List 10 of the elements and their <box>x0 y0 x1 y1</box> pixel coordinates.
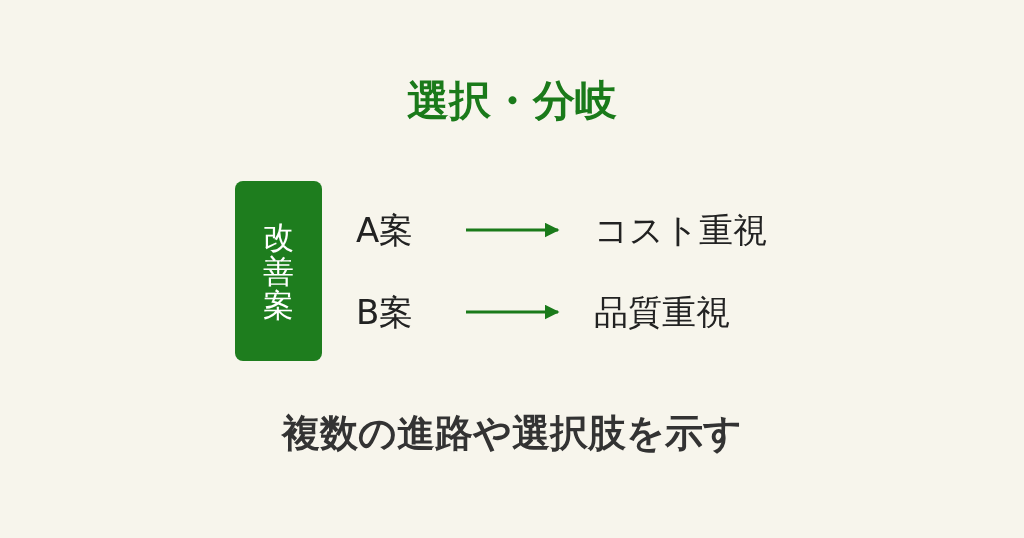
box-label: 改善案 <box>263 219 294 323</box>
option-label: A案 <box>356 213 414 247</box>
arrow <box>466 222 560 238</box>
option-label: B案 <box>356 295 414 329</box>
caption: 複数の進路や選択肢を示す <box>282 414 742 452</box>
option-label: 品質重視 <box>594 295 730 329</box>
option-label: コスト重視 <box>594 213 767 247</box>
title: 選択・分岐 <box>407 80 617 122</box>
option-box <box>235 181 322 361</box>
arrow <box>466 304 560 320</box>
